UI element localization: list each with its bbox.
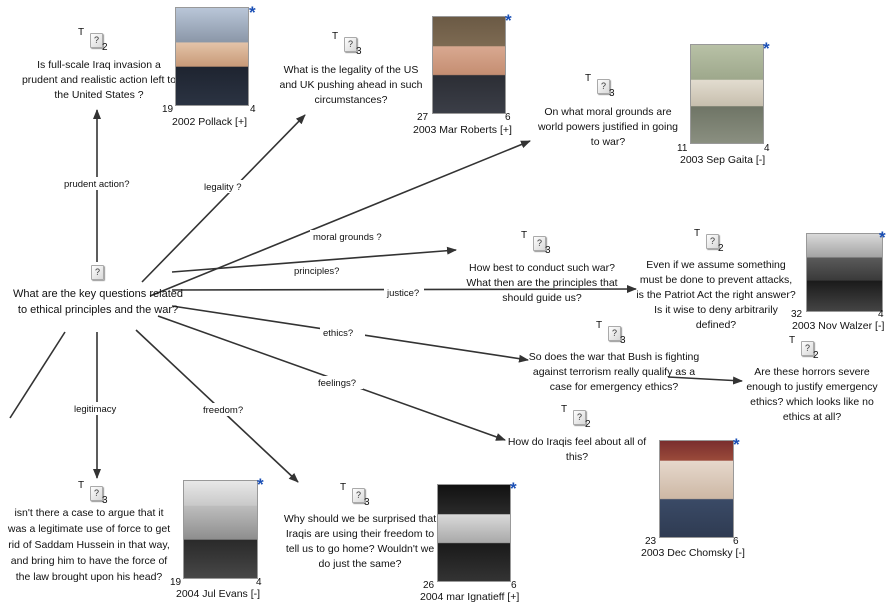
edge-label-prudent: prudent action? <box>64 179 130 190</box>
center-question-icon[interactable]: ? <box>91 265 104 280</box>
ignatieff-caption[interactable]: 2004 mar Ignatieff [+] <box>420 591 520 603</box>
q4-text[interactable]: How best to conduct such war? What then … <box>466 262 618 304</box>
edge-offscreen-line <box>9 331 66 419</box>
question-doc-icon: ? <box>91 265 104 280</box>
evans-count-left: 19 <box>170 577 182 588</box>
q9-icon[interactable]: T ? 3 <box>340 482 370 508</box>
edge-label-ethics: ethics? <box>323 328 353 339</box>
edge-ethics2-line <box>667 376 743 385</box>
chomsky-count-right: 6 <box>733 536 739 547</box>
q5-icon[interactable]: T ? 2 <box>694 228 724 254</box>
gaita-photo[interactable] <box>690 44 764 144</box>
walzer-photo[interactable] <box>806 233 883 312</box>
chomsky-caption[interactable]: 2003 Dec Chomsky [-] <box>641 547 745 559</box>
q10-icon[interactable]: T ? 3 <box>78 480 108 506</box>
gaita-star-icon[interactable]: * <box>763 39 770 58</box>
question-doc-icon: ? <box>90 486 103 501</box>
q8-text[interactable]: How do Iraqis feel about all of this? <box>507 436 647 463</box>
q6-icon[interactable]: T ? 3 <box>596 320 626 346</box>
q1-text[interactable]: Is full-scale Iraq invasion a prudent an… <box>21 59 177 101</box>
roberts-count-left: 27 <box>417 112 429 123</box>
center-question[interactable]: What are the key questions related to et… <box>13 288 183 316</box>
evans-caption[interactable]: 2004 Jul Evans [-] <box>176 588 261 600</box>
question-doc-icon: ? <box>608 326 621 341</box>
q3-text[interactable]: On what moral grounds are world powers j… <box>537 106 679 148</box>
walzer-count-left: 32 <box>791 309 803 320</box>
edge-label-justice: justice? <box>386 288 419 299</box>
ignatieff-count-left: 26 <box>423 580 435 591</box>
question-doc-icon: ? <box>344 37 357 52</box>
q7-icon[interactable]: T ? 2 <box>789 335 819 361</box>
gaita-count-right: 4 <box>764 143 770 154</box>
gaita-caption[interactable]: 2003 Sep Gaita [-] <box>680 154 766 166</box>
question-doc-icon: ? <box>573 410 586 425</box>
gaita-count-left: 11 <box>677 143 688 154</box>
q4-icon[interactable]: T ? 3 <box>521 230 551 256</box>
walzer-star-icon[interactable]: * <box>879 228 886 247</box>
q9-text[interactable]: Why should we be surprised that Iraqis a… <box>283 513 437 570</box>
ignatieff-photo[interactable] <box>437 484 511 582</box>
question-doc-icon: ? <box>801 341 814 356</box>
evans-star-icon[interactable]: * <box>257 475 264 494</box>
q5-text[interactable]: Even if we assume something must be done… <box>636 259 796 331</box>
q7-text[interactable]: Are these horrors severe enough to justi… <box>746 366 878 423</box>
roberts-caption[interactable]: 2003 Mar Roberts [+] <box>413 124 512 136</box>
edge-label-legitimacy: legitimacy <box>74 404 116 415</box>
q3-icon[interactable]: T ? 3 <box>585 73 615 99</box>
q1-icon[interactable]: T ? 2 <box>78 27 108 53</box>
edge-label-principles: principles? <box>294 266 339 277</box>
edge-label-freedom: freedom? <box>203 405 243 416</box>
q10-text[interactable]: isn't there a case to argue that it was … <box>7 507 171 583</box>
evans-photo[interactable] <box>183 480 258 579</box>
question-doc-icon: ? <box>352 488 365 503</box>
edge-label-feelings: feelings? <box>318 378 356 389</box>
q8-icon[interactable]: T ? 2 <box>561 404 591 430</box>
ignatieff-star-icon[interactable]: * <box>510 479 517 498</box>
walzer-count-right: 4 <box>878 309 884 320</box>
question-doc-icon: ? <box>597 79 610 94</box>
edge-moral-line <box>149 140 531 297</box>
pollack-caption[interactable]: 2002 Pollack [+] <box>172 116 248 128</box>
question-doc-icon: ? <box>90 33 103 48</box>
edge-principles-line <box>171 246 457 273</box>
evans-count-right: 4 <box>256 577 262 588</box>
ignatieff-count-right: 6 <box>511 580 517 591</box>
pollack-photo[interactable] <box>175 7 249 106</box>
chomsky-star-icon[interactable]: * <box>733 435 740 454</box>
q6-text[interactable]: So does the war that Bush is fighting ag… <box>528 351 700 393</box>
question-doc-icon: ? <box>706 234 719 249</box>
edge-legality-line <box>141 114 306 283</box>
chomsky-count-left: 23 <box>645 536 657 547</box>
roberts-count-right: 6 <box>505 112 511 123</box>
chomsky-photo[interactable] <box>659 440 734 538</box>
edge-label-moral: moral grounds ? <box>313 232 382 243</box>
pollack-count-right: 4 <box>250 104 256 115</box>
pollack-count-left: 19 <box>162 104 174 115</box>
q2-text[interactable]: What is the legality of the US and UK pu… <box>279 64 423 106</box>
roberts-photo[interactable] <box>432 16 506 114</box>
pollack-star-icon[interactable]: * <box>249 3 256 22</box>
q2-icon[interactable]: T ? 3 <box>332 31 362 57</box>
walzer-caption[interactable]: 2003 Nov Walzer [-] <box>792 320 885 332</box>
question-doc-icon: ? <box>533 236 546 251</box>
edge-label-legality: legality ? <box>204 182 242 193</box>
roberts-star-icon[interactable]: * <box>505 11 512 30</box>
